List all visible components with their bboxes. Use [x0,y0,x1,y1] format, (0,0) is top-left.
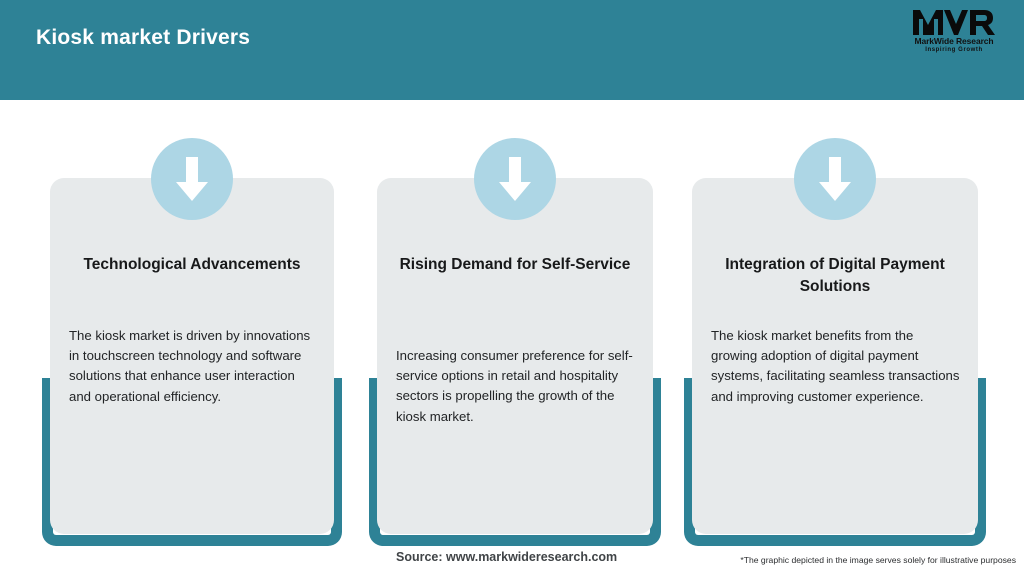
card-title: Technological Advancements [83,256,301,273]
driver-card-3[interactable]: Integration of Digital Payment Solutions… [684,100,986,546]
card-body-text: The kiosk market benefits from the growi… [711,328,960,404]
drivers-card-group: Technological Advancements The kiosk mar… [0,100,1024,546]
source-label: Source: www.markwideresearch.com [396,550,618,564]
card-accent-bracket [684,378,986,546]
driver-card-1[interactable]: Technological Advancements The kiosk mar… [42,100,342,546]
card-surface: Technological Advancements The kiosk mar… [50,178,334,534]
down-arrow-icon [794,138,876,220]
card-title: Integration of Digital Payment Solutions [725,256,945,295]
card-accent-bracket [42,378,342,546]
brand-logo: MarkWide Research Inspiring Growth [898,8,1010,60]
card-body-text: The kiosk market is driven by innovation… [69,328,311,404]
header-band: Kiosk market Drivers MarkWide Research I… [0,0,1024,100]
card-body-text: Increasing consumer preference for self-… [396,348,633,424]
card-surface: Rising Demand for Self-Service Increasin… [377,178,653,534]
driver-card-2[interactable]: Rising Demand for Self-Service Increasin… [369,100,661,546]
logo-tagline: Inspiring Growth [925,47,983,53]
mwr-logo-icon [913,10,995,35]
down-arrow-icon [474,138,556,220]
card-surface: Integration of Digital Payment Solutions… [692,178,978,534]
disclaimer-note: *The graphic depicted in the image serve… [740,555,1016,565]
down-arrow-icon [151,138,233,220]
page-title: Kiosk market Drivers [36,26,251,49]
card-title: Rising Demand for Self-Service [399,256,631,273]
card-accent-bracket [369,378,661,546]
logo-name: MarkWide Research [914,36,994,46]
